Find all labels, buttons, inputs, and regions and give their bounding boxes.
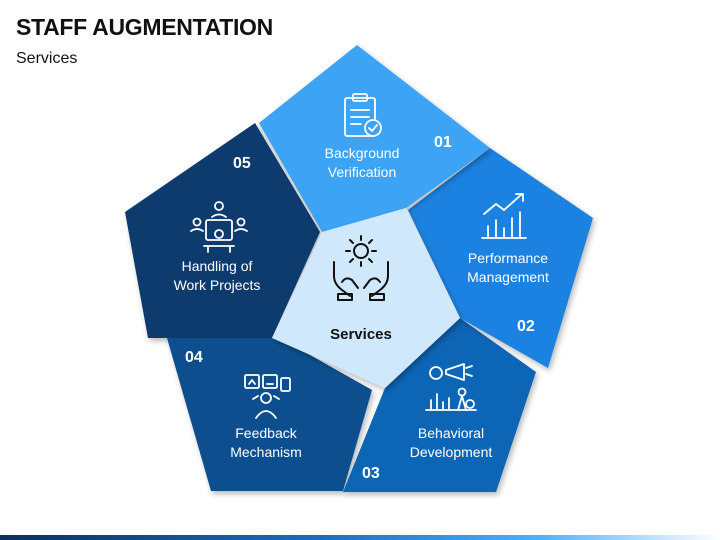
page-title: STAFF AUGMENTATION: [16, 14, 273, 40]
center-shape: [272, 208, 460, 388]
center-label: Services: [330, 326, 392, 343]
center-hub: Services: [272, 208, 460, 388]
segment-04: 04 Feedback Mechanism: [167, 338, 372, 491]
feedback-board-icon: [244, 374, 291, 419]
segment-02-number: 02: [517, 318, 535, 335]
segment-01: 01 Background Verification: [259, 45, 490, 232]
segment-01-label-line2: Verification: [328, 164, 396, 180]
team-project-icon: [190, 201, 248, 253]
segment-02: 02 Performance Management: [408, 148, 593, 368]
segment-01-shape: [259, 45, 490, 232]
segment-04-label-line1: Feedback: [235, 425, 297, 441]
segment-04-number: 04: [185, 349, 203, 366]
segment-02-label-line2: Management: [467, 269, 549, 285]
segment-01-number: 01: [434, 134, 452, 151]
segment-05: 05 Handling of Work Projects: [125, 123, 320, 338]
segment-02-shape: [408, 148, 593, 368]
segment-04-label-line2: Mechanism: [230, 444, 302, 460]
megaphone-chart-icon: [425, 363, 477, 411]
growth-chart-icon: [481, 193, 527, 239]
segment-05-label-line1: Handling of: [182, 258, 253, 274]
segment-03-number: 03: [362, 465, 380, 482]
segment-03-shape: [343, 318, 536, 492]
bottom-accent-bar: [0, 535, 720, 540]
segment-01-label-line1: Background: [325, 145, 400, 161]
segment-03: 03 Behavioral Development: [343, 318, 536, 492]
segment-03-label-line1: Behavioral: [418, 425, 484, 441]
segment-02-label-line1: Performance: [468, 250, 548, 266]
segment-05-shape: [125, 123, 320, 338]
gear-hands-icon: [333, 235, 389, 301]
segment-05-label-line2: Work Projects: [174, 277, 261, 293]
clipboard-check-icon: [344, 93, 382, 137]
page-subtitle: Services: [16, 50, 78, 67]
segment-03-label-line2: Development: [410, 444, 493, 460]
segment-04-shape: [167, 338, 372, 491]
segment-05-number: 05: [233, 155, 251, 172]
